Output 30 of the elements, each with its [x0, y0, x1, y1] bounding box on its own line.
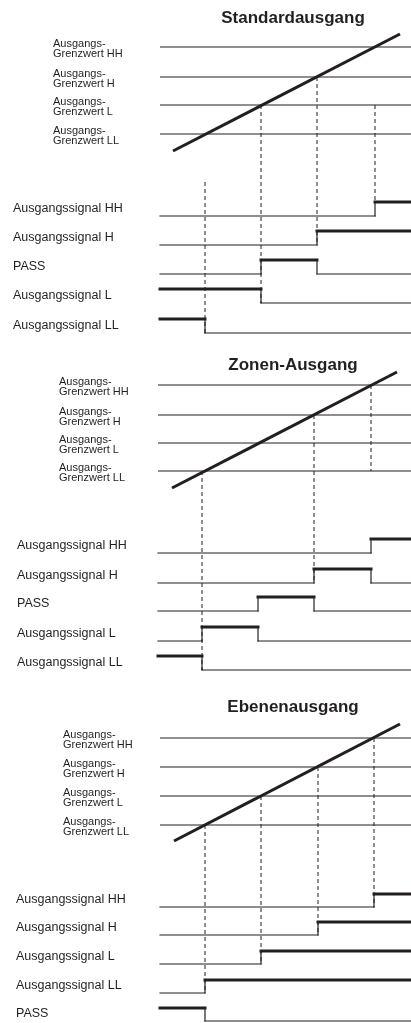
panel-title: Standardausgang — [221, 8, 365, 28]
threshold-label: Ausgangs- Grenzwert L — [63, 787, 124, 807]
signal-label: Ausgangssignal L — [13, 288, 112, 302]
signal-label: Ausgangssignal LL — [16, 978, 122, 992]
threshold-label: Ausgangs- Grenzwert H — [63, 758, 126, 778]
threshold-label: Ausgangs- Grenzwert LL — [63, 816, 131, 836]
threshold-label: Ausgangs- Grenzwert L — [59, 434, 120, 454]
signal-label: PASS — [17, 596, 50, 610]
signal-label: Ausgangssignal LL — [13, 318, 119, 332]
threshold-label: Ausgangs- Grenzwert H — [59, 406, 122, 426]
threshold-label: Ausgangs- Grenzwert LL — [59, 462, 127, 482]
threshold-label: Ausgangs- Grenzwert L — [53, 96, 114, 116]
signal-label: Ausgangssignal HH — [16, 892, 126, 906]
signal-label: Ausgangssignal LL — [17, 655, 123, 669]
threshold-label: Ausgangs- Grenzwert H — [53, 68, 116, 88]
signal-label: Ausgangssignal HH — [17, 538, 127, 552]
threshold-label: Ausgangs- Grenzwert HH — [63, 729, 134, 749]
signal-label: PASS — [16, 1006, 49, 1020]
signal-label: Ausgangssignal L — [16, 949, 115, 963]
signal-label: Ausgangssignal H — [13, 230, 114, 244]
signal-label: PASS — [13, 259, 46, 273]
panel-title: Ebenenausgang — [227, 697, 359, 717]
panel-title: Zonen-Ausgang — [228, 355, 358, 375]
threshold-label: Ausgangs- Grenzwert HH — [59, 376, 130, 396]
threshold-label: Ausgangs- Grenzwert LL — [53, 125, 121, 145]
signal-label: Ausgangssignal L — [17, 626, 116, 640]
signal-label: Ausgangssignal H — [16, 920, 117, 934]
signal-label: Ausgangssignal H — [17, 568, 118, 582]
signal-label: Ausgangssignal HH — [13, 201, 123, 215]
threshold-label: Ausgangs- Grenzwert HH — [53, 38, 124, 58]
